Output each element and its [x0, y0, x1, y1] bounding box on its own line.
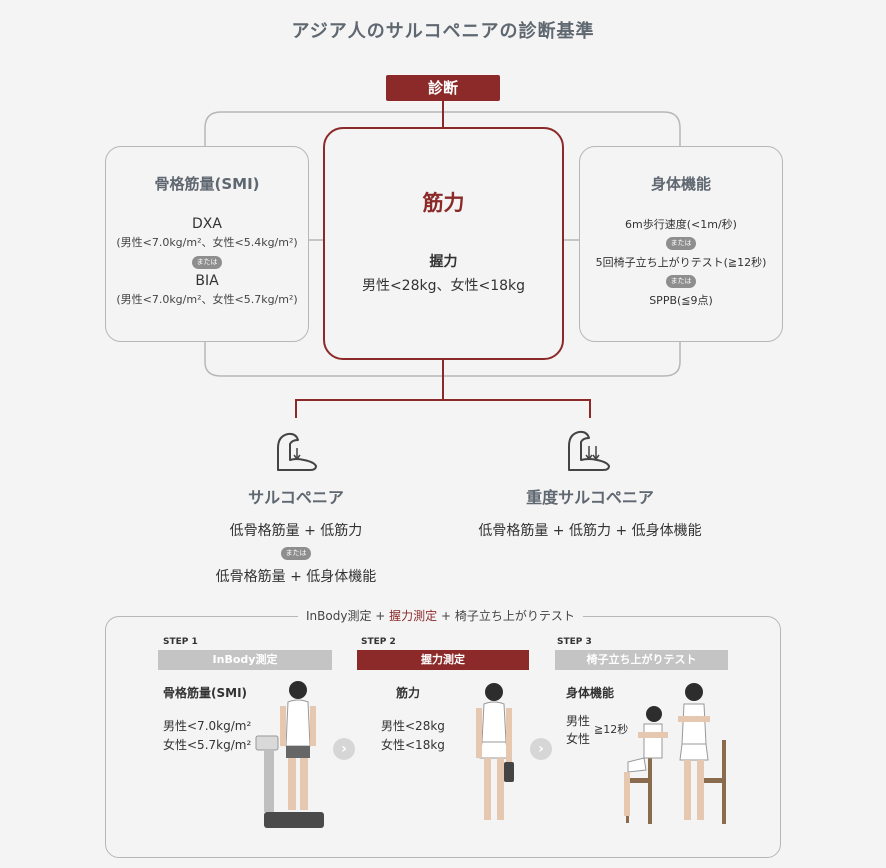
step3-bar: 椅子立ち上がりテスト — [555, 650, 728, 670]
step2-line1: 男性<28kg — [381, 719, 445, 733]
severe-sarcopenia-block: 重度サルコペニア 低骨格筋量 + 低筋力 + 低身体機能 — [460, 484, 720, 540]
physical-box: 身体機能 6m歩行速度(<1m/秒) または 5回椅子立ち上がりテスト(≧12秒… — [579, 146, 783, 342]
chair-stand-figure — [624, 683, 726, 824]
inbody-person-figure — [255, 681, 324, 828]
smi-box: 骨格筋量(SMI) DXA (男性<7.0kg/m²、女性<5.4kg/m²) … — [105, 146, 309, 342]
chevron-right-icon: › — [333, 738, 355, 760]
sarcopenia-line2: 低骨格筋量 + 低身体機能 — [215, 569, 377, 585]
bia-values: (男性<7.0kg/m²、女性<5.7kg/m²) — [116, 293, 298, 306]
page-title: アジア人のサルコペニアの診断基準 — [291, 21, 595, 42]
tests-header-part2: 握力測定 — [389, 609, 438, 623]
step3-heading: 身体機能 — [566, 686, 615, 700]
arm-muscle-icon — [277, 432, 317, 471]
physical-heading: 身体機能 — [650, 175, 711, 193]
step3-line2: 女性 — [566, 732, 591, 746]
step2-heading: 筋力 — [396, 686, 421, 700]
dxa-values: (男性<7.0kg/m²、女性<5.4kg/m²) — [116, 236, 298, 249]
strength-box: 筋力 握力 男性<28kg、女性<18kg — [323, 127, 564, 360]
tests-header-part1: InBody測定 + — [306, 609, 390, 623]
step2-line2: 女性<18kg — [381, 738, 445, 752]
step1-label: STEP 1 — [163, 637, 198, 647]
dxa-label: DXA — [192, 216, 222, 232]
severe-heading: 重度サルコペニア — [526, 488, 654, 507]
grip-values: 男性<28kg、女性<18kg — [361, 278, 526, 294]
step1-line1: 男性<7.0kg/m² — [163, 719, 252, 733]
sppb: SPPB(≦9点) — [649, 294, 713, 307]
sarcopenia-block: サルコペニア 低骨格筋量 + 低筋力 または 低骨格筋量 + 低身体機能 — [196, 484, 396, 586]
or-badge: または — [192, 256, 222, 269]
chair-stand: 5回椅子立ち上がりテスト(≧12秒) — [595, 256, 767, 269]
bia-label: BIA — [195, 273, 219, 289]
step1-bar: InBody測定 — [158, 650, 332, 670]
grip-label: 握力 — [429, 254, 458, 270]
walk-speed: 6m歩行速度(<1m/秒) — [625, 218, 737, 231]
grip-test-person-figure — [476, 683, 514, 820]
or-badge: または — [281, 547, 311, 560]
step1-heading: 骨格筋量(SMI) — [163, 686, 248, 700]
step3-threshold: ≧12秒 — [594, 723, 629, 736]
step3-line1: 男性 — [566, 714, 591, 728]
step3-label: STEP 3 — [557, 637, 592, 647]
smi-heading: 骨格筋量(SMI) — [154, 175, 260, 193]
or-badge: または — [666, 237, 696, 250]
strength-heading: 筋力 — [422, 191, 465, 215]
severe-line1: 低骨格筋量 + 低筋力 + 低身体機能 — [478, 523, 702, 539]
tests-header-part3: + 椅子立ち上がりテスト — [437, 609, 575, 623]
sarcopenia-line1: 低骨格筋量 + 低筋力 — [229, 523, 363, 539]
chevron-right-icon: › — [530, 738, 552, 760]
arm-muscle-severe-icon — [568, 430, 610, 471]
step2-bar: 握力測定 — [357, 650, 529, 670]
sarcopenia-heading: サルコペニア — [248, 488, 344, 507]
step2-label: STEP 2 — [361, 637, 396, 647]
step1-line2: 女性<5.7kg/m² — [163, 738, 252, 752]
diagnosis-badge: 診断 — [386, 75, 500, 101]
or-badge: または — [666, 275, 696, 288]
tests-header: InBody測定 + 握力測定 + 椅子立ち上がりテスト — [298, 607, 583, 624]
